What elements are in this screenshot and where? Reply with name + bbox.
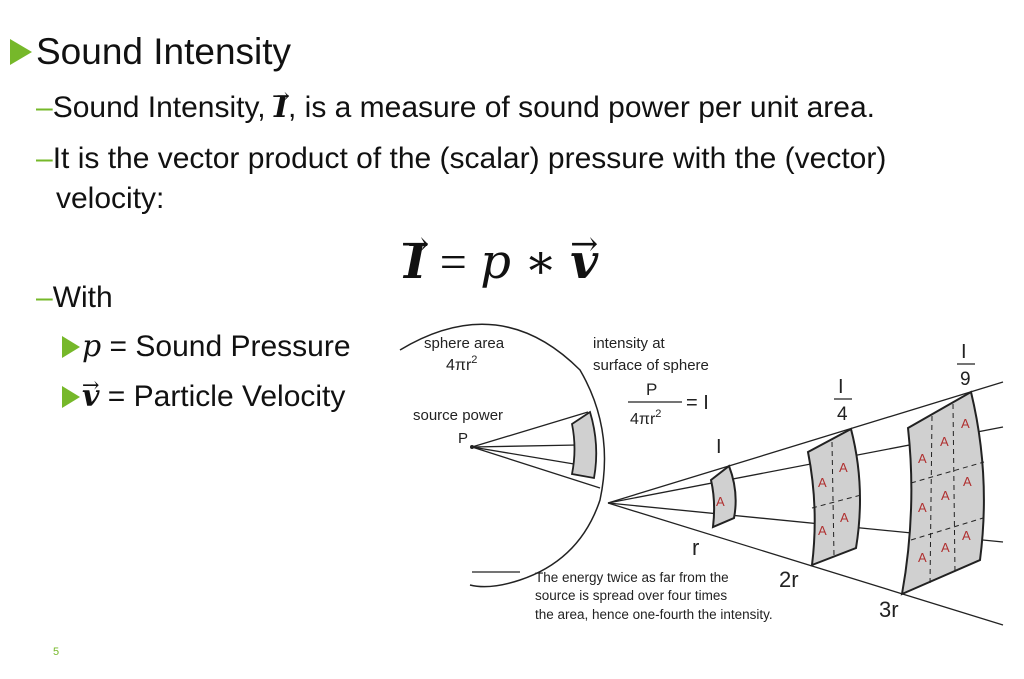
area-letter: A — [941, 488, 950, 503]
equation-equals: = — [439, 236, 467, 289]
area-letters: A A A A A A A A A A A A A A — [716, 416, 972, 565]
fraction-numerator: P — [646, 380, 657, 399]
definition-text: = Sound Pressure — [101, 330, 351, 363]
bullet-triangle-icon — [10, 39, 32, 65]
equation-pressure: p — [480, 234, 511, 290]
equation-velocity: →v — [570, 224, 598, 290]
area-letter: A — [941, 540, 950, 555]
distance-2r-label: 2r — [779, 567, 799, 592]
bullet-vector-product: –It is the vector product of the (scalar… — [36, 140, 886, 178]
cone-illustration — [472, 381, 1004, 626]
patch-divider — [929, 415, 933, 586]
source-point — [470, 445, 474, 449]
sphere-area-formula: 4πr2 — [446, 354, 477, 374]
intensity-I-label: I — [716, 436, 722, 458]
slide-number: 5 — [53, 646, 60, 658]
sphere-area-label: sphere area — [424, 335, 505, 352]
area-letter: A — [918, 451, 927, 466]
slide-title: Sound Intensity — [36, 31, 292, 72]
area-letter: A — [818, 523, 827, 538]
intensity-quarter-num: I — [838, 376, 844, 398]
fraction-equals-I: = I — [686, 392, 709, 414]
patch-divider — [910, 461, 985, 484]
intensity-quarter-den: 4 — [837, 404, 848, 425]
cone-line — [471, 446, 581, 466]
equation-lhs: →I — [401, 224, 429, 290]
distance-3r-label: 3r — [879, 597, 899, 622]
source-power-label: source power — [413, 407, 503, 424]
sphere-illustration — [399, 323, 606, 588]
definition-velocity: →v = Particle Velocity — [62, 373, 346, 416]
area-letter: A — [963, 474, 972, 489]
intensity-symbol: →I — [272, 84, 290, 127]
sphere-arc — [399, 323, 606, 588]
dash-icon: – — [36, 281, 53, 314]
source-symbol: P — [458, 430, 468, 447]
area-letter: A — [840, 510, 849, 525]
equation-operator: ∗ — [524, 236, 557, 289]
vector-arrow-icon: → — [272, 84, 290, 109]
caption-line: source is spread over four times — [535, 588, 727, 603]
cone-line — [471, 411, 589, 448]
bullet-triangle-icon — [62, 386, 80, 408]
pressure-symbol: p — [82, 329, 102, 364]
area-letter: A — [716, 494, 725, 509]
intensity-ninth-num: I — [961, 341, 967, 363]
bullet-continuation: velocity: — [56, 182, 165, 215]
caption-line: the area, hence one-fourth the intensity… — [535, 607, 773, 622]
slide-title-row: Sound Intensity — [10, 30, 291, 74]
patch-divider — [831, 441, 835, 557]
bullet-text: , is a measure of sound power per unit a… — [287, 91, 875, 124]
area-patch-r — [709, 464, 737, 529]
dash-icon: – — [36, 142, 53, 175]
area-letter: A — [962, 528, 971, 543]
bullet-triangle-icon — [62, 336, 80, 358]
area-patch-2r — [806, 427, 861, 567]
area-patch-3r — [900, 390, 985, 596]
surface-patch — [570, 410, 598, 480]
intensity-label-line2: surface of sphere — [593, 357, 709, 374]
area-letter: A — [918, 550, 927, 565]
definition-text: = Particle Velocity — [99, 380, 346, 413]
bullet-text: It is the vector product of the (scalar)… — [52, 142, 887, 175]
patch-divider — [952, 403, 956, 575]
definition-pressure: p = Sound Pressure — [62, 328, 351, 366]
area-letter: A — [818, 475, 827, 490]
area-letter: A — [839, 460, 848, 475]
vector-arrow-icon: → — [570, 223, 599, 263]
area-letter: A — [961, 416, 970, 431]
area-letter: A — [940, 434, 949, 449]
bullet-with: –With — [36, 279, 113, 317]
intensity-ninth-den: 9 — [960, 369, 971, 390]
intensity-equation: →I = p ∗ →v — [401, 224, 598, 291]
cone-line — [471, 444, 579, 448]
caption-line: The energy twice as far from the — [535, 570, 729, 585]
intensity-label-line1: intensity at — [593, 335, 666, 352]
cone-line — [607, 381, 1004, 504]
bullet-text: Sound Intensity, — [52, 91, 274, 124]
velocity-symbol: →v — [82, 373, 100, 416]
vector-arrow-icon: → — [81, 373, 100, 398]
cone-line — [607, 502, 1004, 626]
cone-line — [471, 446, 601, 489]
fraction-denominator: 4πr2 — [630, 408, 661, 428]
vector-arrow-icon: → — [401, 223, 430, 263]
bullet-text: With — [52, 281, 113, 314]
bullet-definition: –Sound Intensity, →I, is a measure of so… — [36, 84, 875, 127]
distance-r-label: r — [692, 535, 699, 560]
area-letter: A — [918, 500, 927, 515]
patch-divider — [910, 517, 984, 541]
dash-icon: – — [36, 91, 53, 124]
